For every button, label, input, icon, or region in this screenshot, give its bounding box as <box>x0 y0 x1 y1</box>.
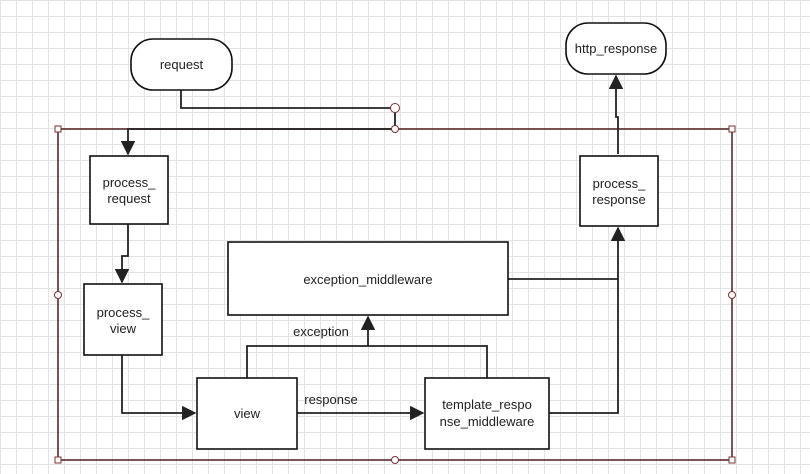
node-view-label: view <box>234 406 261 421</box>
node-http-response[interactable]: http_response <box>565 22 667 75</box>
edge-exception <box>246 317 488 378</box>
node-request[interactable]: request <box>130 38 233 91</box>
node-process-request-label-1: process_ <box>103 175 157 190</box>
edge-request-to-process-view <box>114 224 130 284</box>
node-http-response-label: http_response <box>575 41 657 56</box>
node-process-response-label-1: process_ <box>593 176 647 191</box>
node-process-response-label-2: response <box>592 192 645 207</box>
node-exception-middleware[interactable]: exception_middleware <box>227 241 509 316</box>
node-process-response[interactable]: process_ response <box>579 155 659 227</box>
frame-handle-top-right[interactable] <box>728 125 736 133</box>
frame-handle-left[interactable] <box>54 291 62 299</box>
node-process-view-label-2: view <box>110 321 137 336</box>
node-request-label: request <box>160 57 204 72</box>
frame-handle-right[interactable] <box>728 291 736 299</box>
edge-request-to-process-request <box>120 90 396 156</box>
edge-waypoint-handle[interactable] <box>390 103 400 113</box>
edge-waypoint-handle[interactable] <box>391 125 399 133</box>
edge-label-response: response <box>304 392 357 407</box>
edge-template-to-process-response <box>549 226 626 414</box>
node-exception-middleware-label: exception_middleware <box>303 272 432 287</box>
node-process-request[interactable]: process_ request <box>89 155 169 225</box>
node-view[interactable]: view <box>196 377 298 450</box>
node-process-view-label-1: process_ <box>97 305 151 320</box>
node-process-view[interactable]: process_ view <box>83 283 163 356</box>
node-template-response-label-1: template_respo <box>442 397 532 412</box>
frame-handle-bottom-right[interactable] <box>728 456 736 464</box>
node-template-response-middleware[interactable]: template_respo nse_middleware <box>424 377 550 450</box>
edge-label-exception: exception <box>293 324 349 339</box>
edge-process-response-to-http-response <box>608 74 624 154</box>
frame-handle-top-left[interactable] <box>54 125 62 133</box>
edge-process-view-to-view <box>121 355 197 421</box>
frame-handle-bottom[interactable] <box>391 456 399 464</box>
node-template-response-label-2: nse_middleware <box>440 414 535 429</box>
frame-handle-bottom-left[interactable] <box>54 456 62 464</box>
node-process-request-label-2: request <box>107 191 151 206</box>
